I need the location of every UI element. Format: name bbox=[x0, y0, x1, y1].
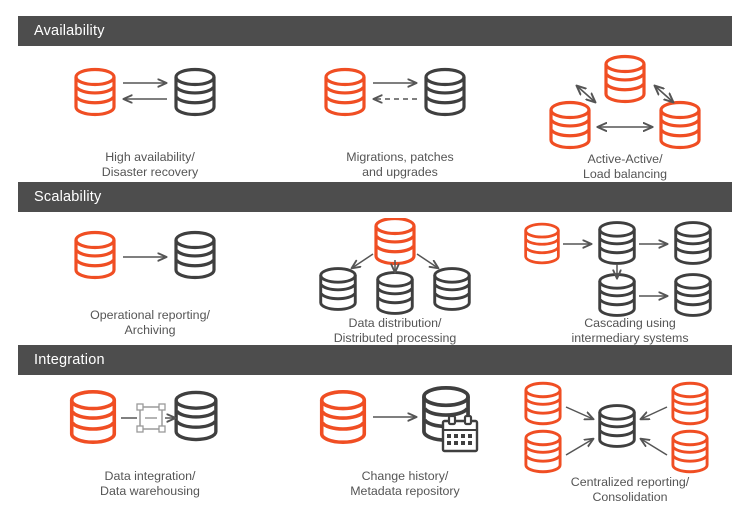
db-node-target-center-dark bbox=[376, 271, 414, 315]
diagram-art bbox=[280, 381, 530, 481]
diagram-cascading-intermediary-systems: Cascading using intermediary systems bbox=[505, 218, 750, 368]
database-replication-use-cases-diagram: Availability High availability/ Disaster… bbox=[0, 16, 750, 504]
diagram-high-availability-disaster-recovery: High availability/ Disaster recovery bbox=[25, 52, 275, 202]
arrow-top-left-bidirectional bbox=[577, 86, 595, 102]
db-node-target-dark bbox=[424, 67, 466, 117]
row-scalability: Operational reporting/ Archiving Data di… bbox=[0, 218, 750, 345]
diagram-art bbox=[275, 52, 525, 152]
db-node-source-orange bbox=[324, 67, 366, 117]
transform-box-icon bbox=[136, 403, 166, 433]
calendar-icon bbox=[441, 414, 479, 453]
row-integration: Data integration/ Data warehousing bbox=[0, 381, 750, 504]
diagram-caption: Operational reporting/ Archiving bbox=[90, 308, 210, 337]
diagram-data-integration-warehousing: Data integration/ Data warehousing bbox=[25, 381, 275, 531]
db-node-target-left-dark bbox=[319, 267, 357, 311]
diagram-art bbox=[505, 381, 750, 481]
db-node-hub-bottom-dark bbox=[598, 273, 636, 317]
section-header-integration: Integration bbox=[18, 345, 732, 375]
arrow-from-bottom-right bbox=[641, 439, 668, 456]
section-title: Integration bbox=[34, 352, 105, 368]
diagram-migrations-patches-upgrades: Migrations, patches and upgrades bbox=[275, 52, 525, 202]
arrow-top-right-bidirectional bbox=[655, 86, 673, 102]
diagram-caption: Migrations, patches and upgrades bbox=[346, 150, 454, 179]
db-node-target-dark bbox=[174, 67, 216, 117]
diagram-art bbox=[25, 52, 275, 152]
db-node-bottom-left-orange bbox=[549, 100, 591, 150]
db-node-hub-top-dark bbox=[598, 221, 636, 265]
row-availability: High availability/ Disaster recovery Mig… bbox=[0, 52, 750, 181]
db-node-source-orange bbox=[69, 389, 117, 445]
diagram-caption: Data integration/ Data warehousing bbox=[100, 469, 200, 498]
section-title: Availability bbox=[34, 23, 105, 39]
arrow-down-left bbox=[352, 253, 374, 268]
db-node-source-orange bbox=[319, 389, 367, 445]
diagram-caption: Change history/ Metadata repository bbox=[350, 469, 460, 498]
db-node-source-bottom-right-orange bbox=[671, 429, 709, 474]
arrow-from-top-left bbox=[565, 406, 593, 419]
db-node-source-orange bbox=[74, 67, 116, 117]
section-header-scalability: Scalability bbox=[18, 182, 732, 212]
diagram-operational-reporting-archiving: Operational reporting/ Archiving bbox=[25, 218, 275, 368]
db-node-target-dark bbox=[174, 230, 216, 280]
diagram-centralized-reporting-consolidation: Centralized reporting/ Consolidation bbox=[505, 381, 750, 531]
diagram-caption: High availability/ Disaster recovery bbox=[101, 150, 199, 179]
db-node-target-dark bbox=[174, 390, 218, 442]
diagram-change-history-metadata: Change history/ Metadata repository bbox=[280, 381, 530, 531]
arrow-from-bottom-left bbox=[565, 439, 593, 456]
diagram-art bbox=[25, 218, 275, 318]
diagram-art bbox=[270, 218, 520, 318]
diagram-art bbox=[505, 218, 750, 318]
diagram-active-active-load-balancing: Active-Active/ Load balancing bbox=[500, 52, 750, 202]
db-node-source-bottom-left-orange bbox=[524, 429, 562, 474]
diagram-caption: Centralized reporting/ Consolidation bbox=[570, 475, 690, 504]
diagram-art bbox=[25, 381, 275, 481]
diagram-art bbox=[500, 52, 750, 152]
section-header-availability: Availability bbox=[18, 16, 732, 46]
diagram-caption: Data distribution/ Distributed processin… bbox=[333, 316, 457, 345]
db-node-target-right-dark bbox=[433, 267, 471, 311]
diagram-caption: Cascading using intermediary systems bbox=[571, 316, 689, 345]
db-node-leaf-top-dark bbox=[674, 221, 712, 265]
diagram-data-distribution: Data distribution/ Distributed processin… bbox=[270, 218, 520, 368]
db-node-source-orange bbox=[74, 230, 116, 280]
db-node-source-orange bbox=[374, 218, 416, 266]
db-node-center-dark bbox=[598, 404, 636, 448]
arrow-down-right bbox=[416, 253, 438, 268]
db-node-source-orange bbox=[524, 222, 560, 265]
db-node-top-orange bbox=[604, 54, 646, 104]
db-node-bottom-right-orange bbox=[659, 100, 701, 150]
db-node-source-top-left-orange bbox=[524, 381, 562, 426]
diagram-caption: Active-Active/ Load balancing bbox=[582, 152, 668, 181]
db-node-leaf-bottom-dark bbox=[674, 273, 712, 317]
section-title: Scalability bbox=[34, 189, 102, 205]
db-node-source-top-right-orange bbox=[671, 381, 709, 426]
arrow-from-top-right bbox=[641, 406, 668, 419]
